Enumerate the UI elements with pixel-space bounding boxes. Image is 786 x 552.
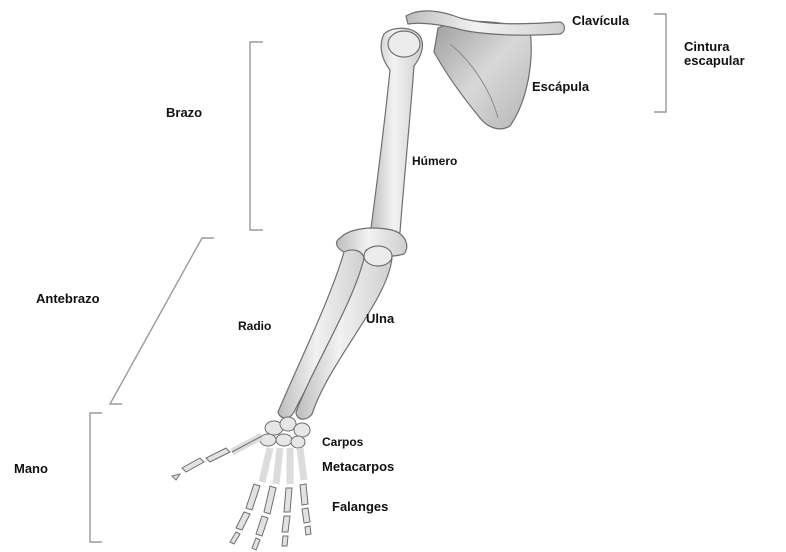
scapula-bone — [434, 21, 531, 128]
bracket-antebrazo — [110, 238, 214, 404]
label-brazo: Brazo — [166, 106, 202, 120]
label-cintura-line1: Cintura — [684, 40, 745, 54]
label-cintura-escapular: Cintura escapular — [684, 40, 745, 69]
label-humero: Húmero — [412, 155, 457, 168]
label-clavicula: Clavícula — [572, 14, 629, 28]
label-antebrazo: Antebrazo — [36, 292, 100, 306]
label-escapula: Escápula — [532, 80, 589, 94]
label-metacarpos: Metacarpos — [322, 460, 394, 474]
bracket-cintura-escapular — [654, 14, 666, 112]
label-radio: Radio — [238, 320, 271, 333]
label-mano: Mano — [14, 462, 48, 476]
bracket-mano — [90, 413, 102, 542]
clavicle-bone — [406, 11, 565, 35]
label-cintura-line2: escapular — [684, 54, 745, 68]
carpal-bones — [260, 417, 310, 448]
label-carpos: Carpos — [322, 436, 363, 449]
label-ulna: Ulna — [366, 312, 394, 326]
label-falanges: Falanges — [332, 500, 388, 514]
bracket-brazo — [250, 42, 263, 230]
humerus-bone — [337, 28, 423, 257]
